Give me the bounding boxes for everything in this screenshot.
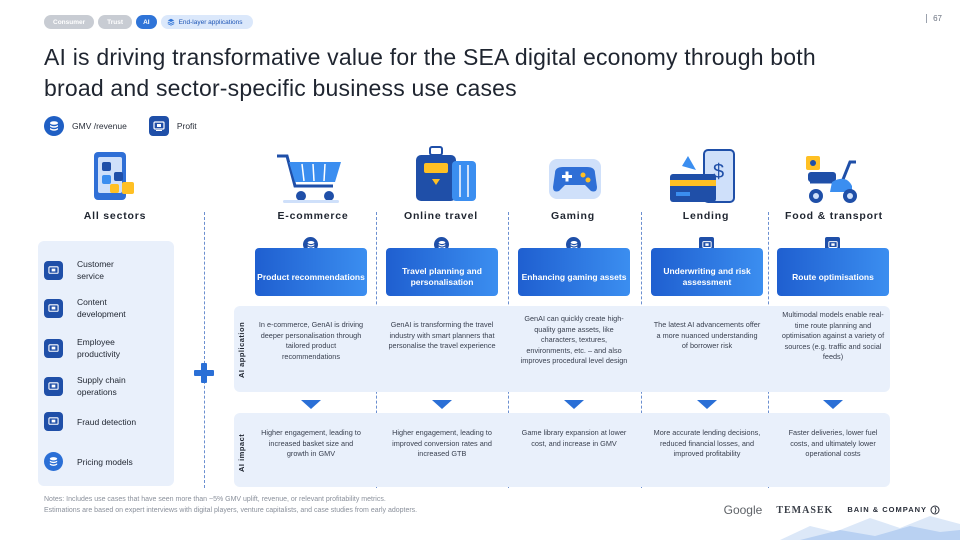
- bain-logo-text: BAIN & COMPANY: [847, 504, 927, 514]
- svg-text:$: $: [713, 161, 724, 183]
- use-case-product-recommendations: Product recommendations: [255, 248, 367, 296]
- sidebar-item-content-development: Content development: [44, 296, 141, 320]
- tag-end-layer[interactable]: End-layer applications: [160, 15, 253, 29]
- impact-text-ecommerce: Higher engagement, leading to increased …: [261, 428, 361, 458]
- tag-consumer[interactable]: Consumer: [44, 15, 95, 29]
- sidebar-item-label: Supply chain operations: [77, 375, 126, 397]
- shopping-cart-icon: [277, 154, 341, 203]
- bain-emblem-icon: [930, 505, 940, 515]
- game-controller-icon: [549, 159, 601, 199]
- sidebar-item-customer-service: Customer service: [44, 258, 141, 282]
- down-arrow-icon: [564, 400, 584, 409]
- application-text-ecommerce: In e-commerce, GenAI is driving deeper p…: [258, 320, 364, 361]
- tag-end-layer-label: End-layer applications: [178, 18, 243, 26]
- application-text-lending: The latest AI advancements offer a more …: [653, 320, 761, 350]
- application-text-travel: GenAI is transforming the travel industr…: [388, 320, 496, 350]
- sidebar-item-label: Fraud detection: [77, 416, 137, 427]
- use-case-travel-planning: Travel planning and personalisation: [386, 248, 498, 296]
- column-heading-gaming: Gaming: [551, 210, 595, 222]
- impact-text-food-transport: Faster deliveries, lower fuel costs, and…: [788, 428, 878, 458]
- column-heading-all-sectors: All sectors: [83, 210, 147, 222]
- use-case-route-optimisations: Route optimisations: [777, 248, 889, 296]
- column-heading-lending: Lending: [682, 210, 730, 222]
- column-heading-food-transport: Food & transport: [785, 210, 883, 222]
- sidebar-item-label: Employee productivity: [77, 337, 120, 359]
- application-text-food-transport: Multimodal models enable real-time route…: [781, 310, 885, 361]
- layers-icon: [167, 18, 174, 26]
- credit-card-loan-icon: $: [670, 149, 735, 203]
- ai-impact-band: [234, 413, 890, 487]
- use-case-gaming-assets: Enhancing gaming assets: [518, 248, 630, 296]
- google-logo: Google: [723, 503, 763, 517]
- footnotes: Notes: Includes use cases that have seen…: [44, 494, 417, 516]
- footnote-line: Estimations are based on expert intervie…: [44, 507, 418, 514]
- column-heading-online-travel: Online travel: [403, 210, 478, 222]
- page-number: 67: [926, 14, 942, 23]
- gmv-icon: [44, 452, 63, 471]
- down-arrow-icon: [823, 400, 843, 409]
- profit-icon: [44, 298, 63, 318]
- luggage-icon: [416, 146, 476, 201]
- profit-icon: [44, 338, 63, 358]
- tag-trust[interactable]: Trust: [98, 15, 133, 29]
- temasek-logo: TEMASEK: [776, 504, 834, 516]
- use-case-underwriting: Underwriting and risk assessment: [651, 248, 763, 296]
- partner-logos: Google TEMASEK BAIN & COMPANY: [724, 503, 940, 517]
- phone-apps-icon: [94, 152, 134, 200]
- category-tags: Consumer Trust AI End-layer applications: [44, 15, 253, 29]
- down-arrow-icon: [432, 400, 452, 409]
- sidebar-item-label: Content development: [77, 297, 126, 319]
- tag-ai[interactable]: AI: [136, 15, 157, 29]
- impact-text-lending: More accurate lending decisions, reduced…: [653, 428, 761, 458]
- all-sectors-panel: Customer service Content development Emp…: [38, 241, 174, 486]
- profit-icon: [148, 116, 169, 136]
- legend-profit-label: Profit: [176, 121, 197, 131]
- application-text-gaming: GenAI can quickly create high-quality ga…: [520, 314, 628, 365]
- sidebar-item-supply-chain: Supply chain operations: [44, 374, 141, 398]
- plus-icon: [194, 363, 214, 383]
- slide-title: AI is driving transformative value for t…: [44, 44, 816, 101]
- band-label-impact: AI impact: [237, 433, 246, 472]
- footnote-line: Notes: Includes use cases that have seen…: [44, 496, 386, 503]
- legend: GMV /revenue Profit: [44, 116, 211, 136]
- gmv-icon: [44, 116, 64, 136]
- sidebar-item-label: Pricing models: [77, 456, 133, 467]
- profit-icon: [44, 412, 63, 431]
- down-arrow-icon: [301, 400, 321, 409]
- sidebar-item-label: Customer service: [77, 259, 114, 281]
- impact-text-travel: Higher engagement, leading to improved c…: [392, 428, 492, 458]
- profit-icon: [44, 260, 63, 280]
- bain-logo: BAIN & COMPANY: [847, 505, 940, 515]
- down-arrow-icon: [697, 400, 717, 409]
- sidebar-item-employee-productivity: Employee productivity: [44, 336, 141, 360]
- delivery-scooter-icon: [806, 156, 857, 203]
- sidebar-item-pricing-models: Pricing models: [44, 452, 157, 471]
- impact-text-gaming: Game library expansion at lower cost, an…: [521, 428, 627, 448]
- separator: [204, 212, 205, 488]
- profit-icon: [44, 376, 63, 396]
- mountain-decoration: [780, 516, 960, 540]
- legend-gmv-label: GMV /revenue: [72, 121, 127, 131]
- column-heading-ecommerce: E-commerce: [277, 210, 349, 222]
- band-label-application: AI application: [237, 321, 246, 378]
- sidebar-item-fraud-detection: Fraud detection: [44, 412, 141, 431]
- ai-application-band: [234, 306, 890, 392]
